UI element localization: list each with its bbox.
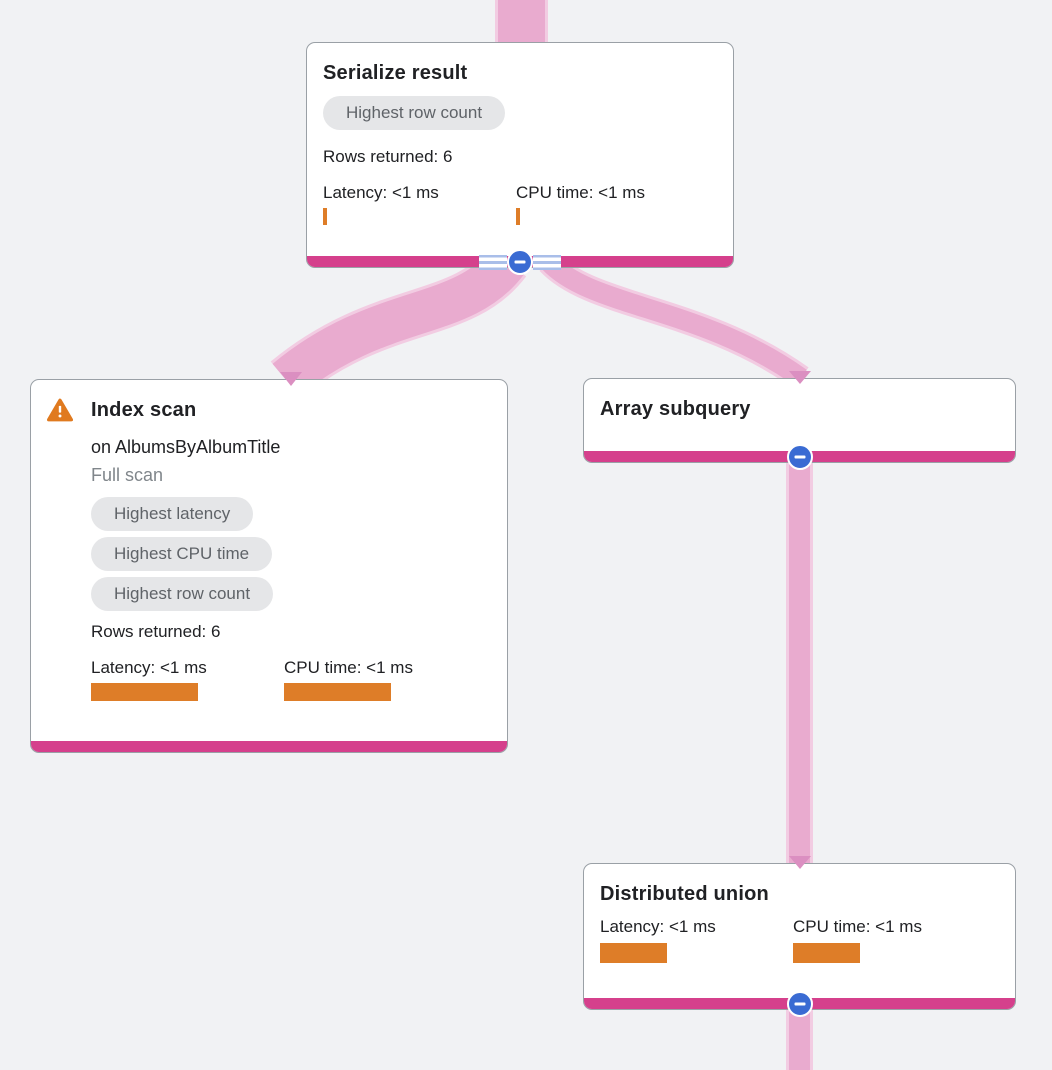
- node-subtitle: on AlbumsByAlbumTitle: [91, 437, 281, 457]
- warning-icon: [47, 395, 91, 427]
- cpu-time-metric: CPU time: <1 ms: [284, 656, 477, 701]
- node-title: Distributed union: [600, 883, 769, 905]
- collapse-button-array-subquery[interactable]: [786, 444, 813, 470]
- latency-metric: Latency: <1 ms: [91, 656, 284, 701]
- node-index-scan[interactable]: Index scan on AlbumsByAlbumTitle Full sc…: [30, 379, 508, 753]
- cpu-time-label: CPU time: <1 ms: [516, 183, 645, 202]
- node-title: Array subquery: [600, 398, 751, 420]
- cpu-time-metric: CPU time: <1 ms: [793, 915, 986, 963]
- cpu-time-bar: [516, 208, 520, 225]
- edge-serialize-to-index-scan: [272, 248, 524, 397]
- cpu-time-metric: CPU time: <1 ms: [516, 181, 709, 225]
- collapse-button-distributed-union[interactable]: [786, 991, 813, 1017]
- latency-metric: Latency: <1 ms: [323, 181, 516, 225]
- latency-bar: [323, 208, 327, 225]
- badge-list: Highest latency Highest CPU time Highest…: [91, 497, 491, 617]
- metrics-row: Latency: <1 ms CPU time: <1 ms: [91, 656, 491, 701]
- latency-bar: [91, 683, 198, 701]
- latency-label: Latency: <1 ms: [91, 658, 207, 677]
- latency-label: Latency: <1 ms: [600, 917, 716, 936]
- edge-serialize-to-array-subquery: [541, 254, 807, 387]
- node-title: Serialize result: [323, 62, 468, 84]
- badge-highest-cpu-time: Highest CPU time: [91, 537, 273, 571]
- badge-highest-row-count: Highest row count: [323, 96, 506, 130]
- cpu-time-label: CPU time: <1 ms: [793, 917, 922, 936]
- latency-bar: [600, 943, 667, 963]
- full-scan-note: Full scan: [91, 465, 164, 485]
- node-accent-bar: [31, 741, 507, 752]
- cpu-time-bar: [793, 943, 860, 963]
- node-distributed-union[interactable]: Distributed union Latency: <1 ms CPU tim…: [583, 863, 1016, 1017]
- metrics-row: Latency: <1 ms CPU time: <1 ms: [600, 915, 999, 963]
- cpu-time-bar: [284, 683, 391, 701]
- cpu-time-label: CPU time: <1 ms: [284, 658, 413, 677]
- collapsed-children-lines-right: [533, 254, 561, 270]
- node-title: Index scan: [91, 399, 197, 421]
- collapsed-children-lines-left: [479, 254, 507, 270]
- latency-label: Latency: <1 ms: [323, 183, 439, 202]
- badge-highest-latency: Highest latency: [91, 497, 254, 531]
- metrics-row: Latency: <1 ms CPU time: <1 ms: [323, 181, 717, 225]
- node-array-subquery[interactable]: Array subquery: [583, 378, 1016, 470]
- minus-icon: [786, 991, 813, 1017]
- rows-returned-label: Rows returned: 6: [323, 147, 453, 166]
- badge-highest-row-count: Highest row count: [91, 577, 274, 611]
- latency-metric: Latency: <1 ms: [600, 915, 793, 963]
- node-serialize-result[interactable]: Serialize result Highest row count Rows …: [306, 42, 734, 275]
- badge-list: Highest row count: [323, 96, 717, 136]
- minus-icon: [507, 249, 533, 275]
- minus-icon: [786, 444, 813, 470]
- collapse-button-serialize-result[interactable]: [479, 249, 561, 275]
- rows-returned-label: Rows returned: 6: [91, 622, 221, 641]
